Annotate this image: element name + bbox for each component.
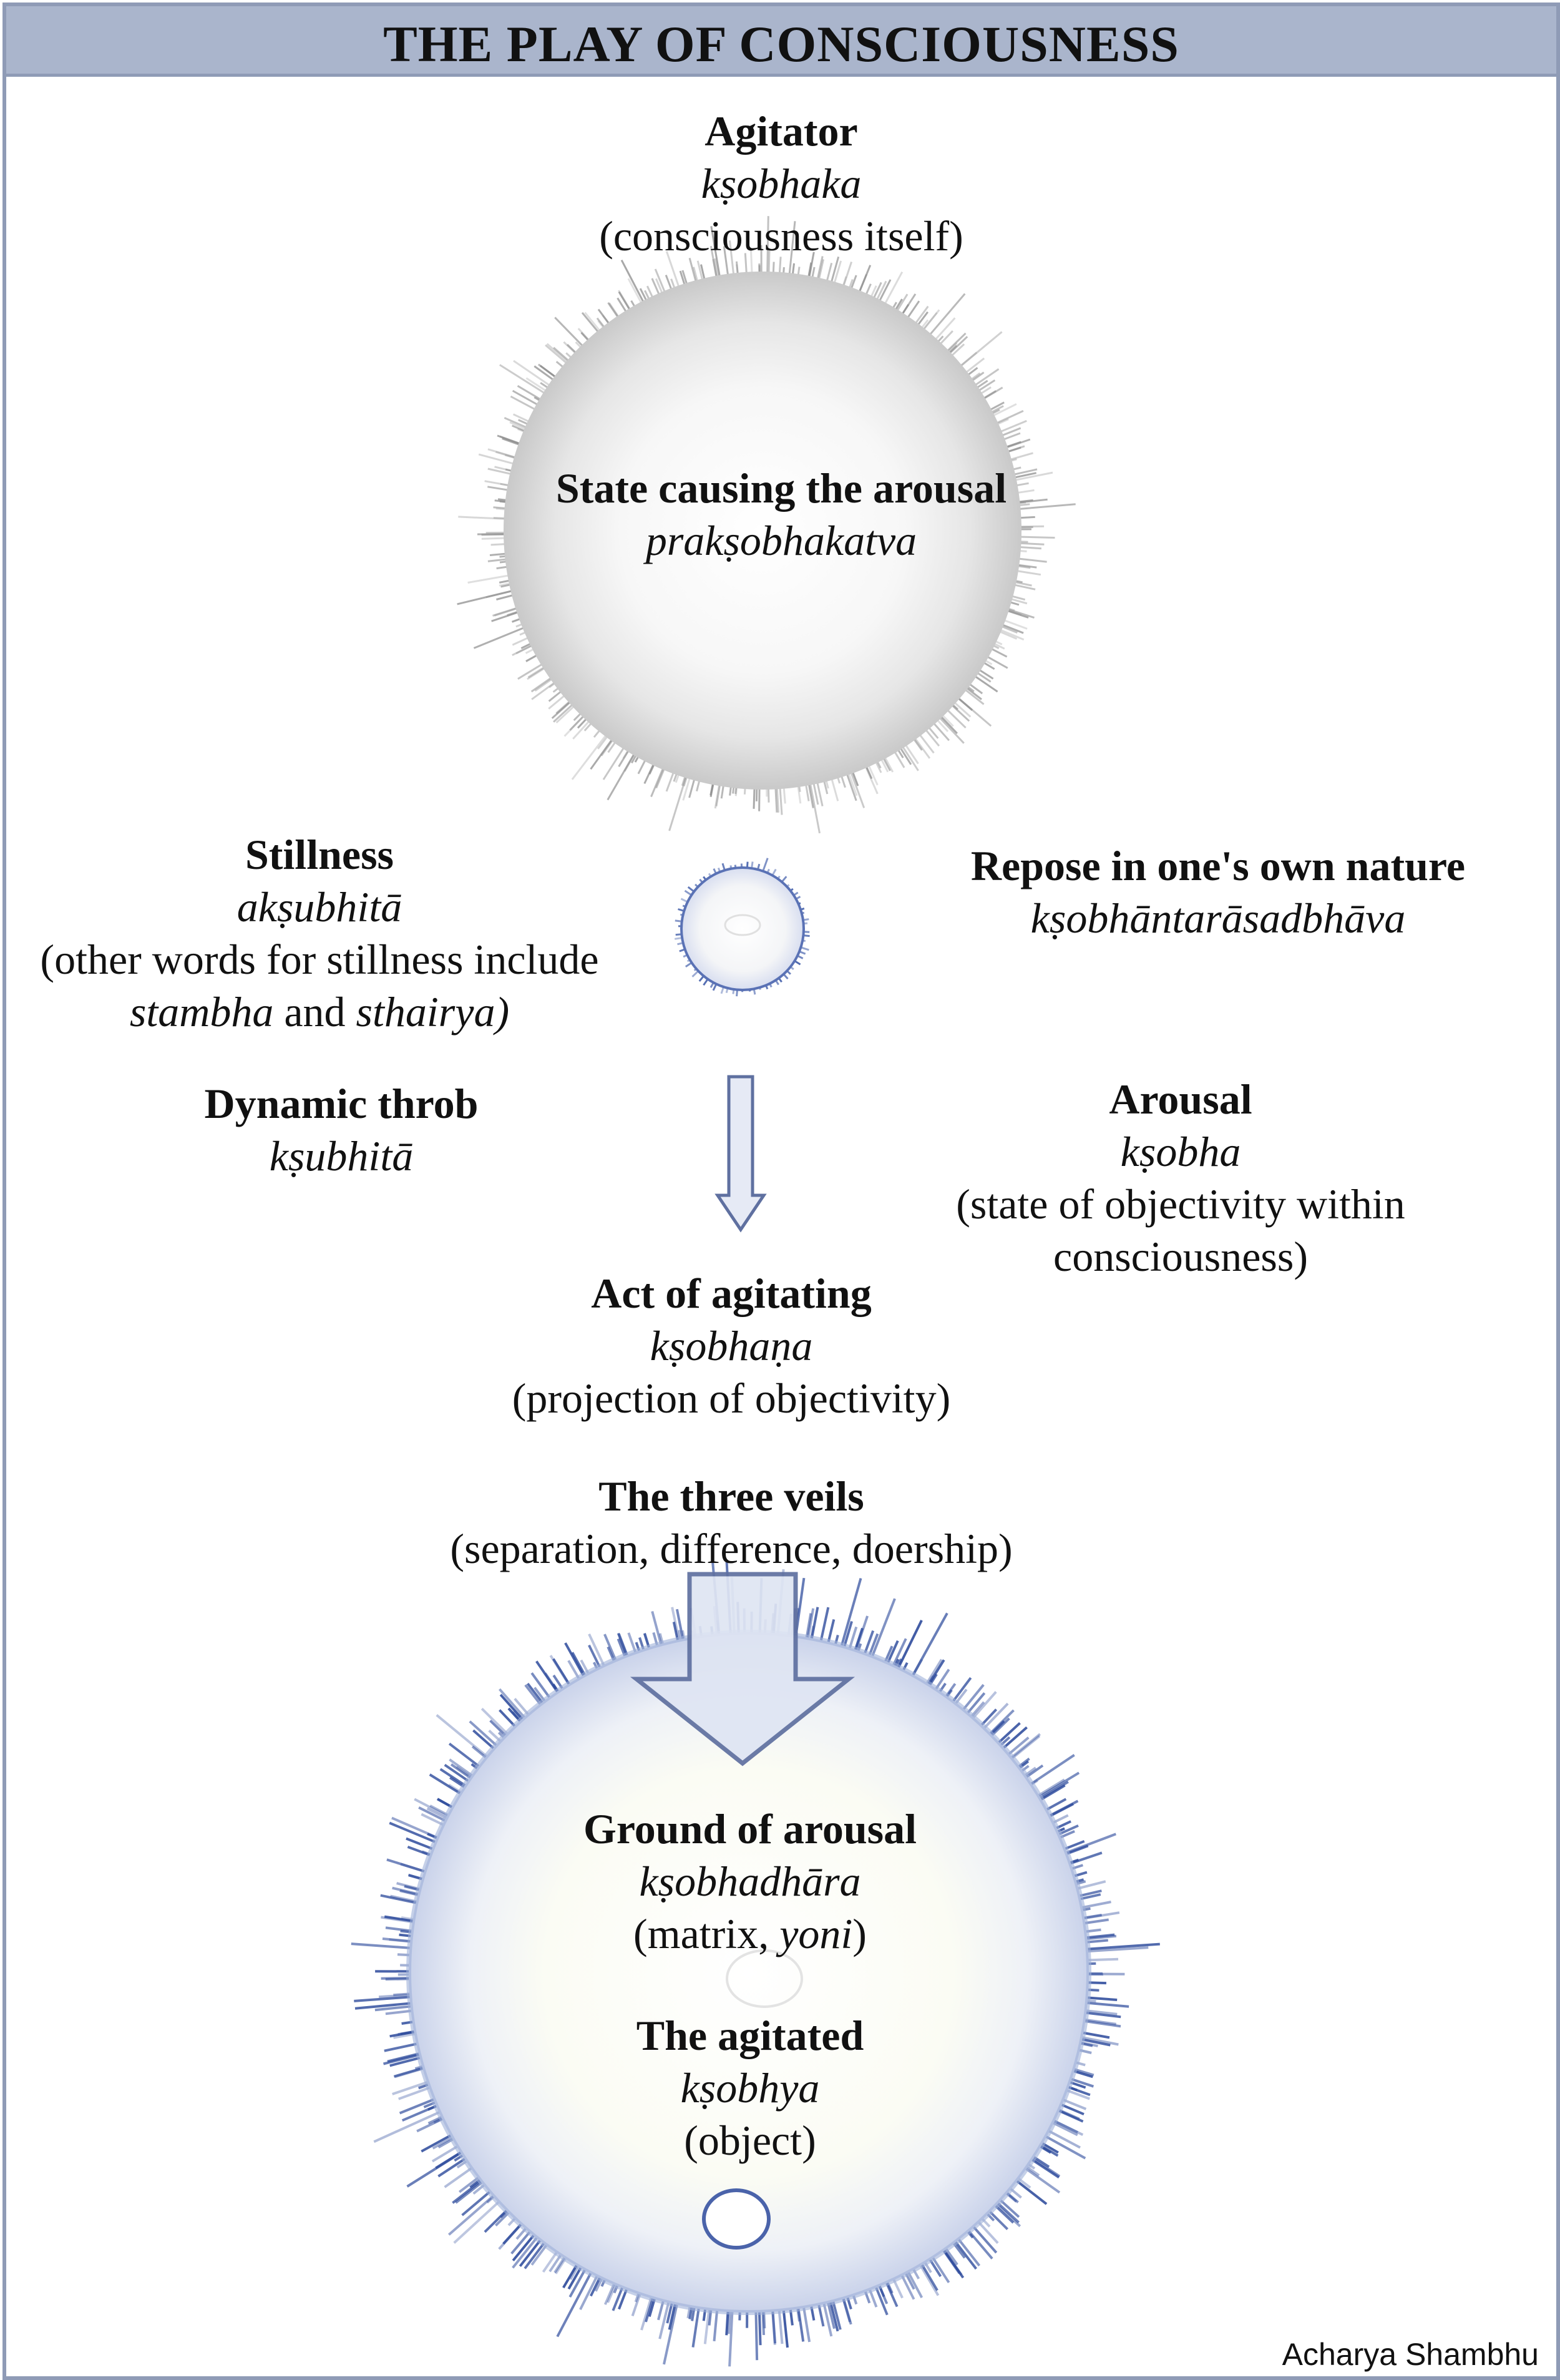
throb-sanskrit: kṣubhitā (269, 1132, 414, 1180)
agitator-sanskrit: kṣobhaka (701, 160, 862, 207)
stillness-word-stambha: stambha (129, 988, 274, 1036)
lower-burst-shape (351, 1559, 1160, 2367)
arousal-gloss-line1: (state of objectivity within (956, 1180, 1405, 1228)
agitated-label: The agitated kṣobhya (object) (500, 2009, 1000, 2167)
small-burst-shape (674, 858, 810, 997)
ground-gloss: (matrix, yoni) (469, 1907, 1031, 1960)
act-term: Act of agitating (591, 1270, 872, 1317)
repose-label: Repose in one's own nature kṣobhāntarāsa… (900, 840, 1536, 944)
act-gloss: (projection of objectivity) (512, 1374, 951, 1422)
throb-label: Dynamic throb kṣubhitā (107, 1077, 575, 1182)
cause-label: State causing the arousal prakṣobhakatva (469, 462, 1093, 567)
stillness-word-and: and (273, 988, 356, 1036)
diagram-title: THE PLAY OF CONSCIOUSNESS (383, 16, 1179, 72)
title-banner: THE PLAY OF CONSCIOUSNESS (6, 6, 1556, 77)
agitator-label: Agitator kṣobhaka (consciousness itself) (532, 105, 1031, 262)
arousal-sanskrit: kṣobha (1120, 1128, 1241, 1175)
repose-term: Repose in one's own nature (970, 842, 1466, 889)
agitator-term: Agitator (704, 107, 858, 155)
agitated-term: The agitated (636, 2012, 864, 2059)
stillness-word-sthairya: sthairya) (356, 988, 510, 1036)
ground-gloss-post: ) (852, 1910, 867, 1957)
arousal-label: Arousal kṣobha (state of objectivity wit… (900, 1073, 1461, 1283)
arousal-gloss-line2: consciousness) (1053, 1233, 1308, 1280)
act-label: Act of agitating kṣobhaṇa (projection of… (451, 1267, 1012, 1424)
repose-sanskrit: kṣobhāntarāsadbhāva (1030, 894, 1406, 942)
ground-gloss-yoni: yoni (779, 1910, 853, 1957)
stillness-term: Stillness (245, 831, 394, 878)
veils-label: The three veils (separation, difference,… (388, 1470, 1075, 1575)
agitated-gloss: (object) (684, 2117, 816, 2164)
upper-burst-shape (457, 216, 1076, 834)
throb-term: Dynamic throb (204, 1080, 479, 1127)
small-down-arrow (714, 1075, 767, 1233)
veils-term: The three veils (598, 1472, 864, 1520)
author-credit: Acharya Shambhu (1282, 2337, 1539, 2372)
veils-gloss: (separation, difference, doership) (450, 1525, 1013, 1572)
large-down-arrow (630, 1572, 856, 1766)
act-sanskrit: kṣobhaṇa (650, 1322, 813, 1369)
stillness-gloss-line1: (other words for stillness include (40, 936, 599, 983)
ground-label: Ground of arousal kṣobhadhāra (matrix, y… (469, 1803, 1031, 1960)
stillness-gloss-line2: stambha and sthairya) (39, 986, 600, 1038)
diagram-artwork (351, 216, 1160, 2367)
stillness-label: Stillness akṣubhitā (other words for sti… (39, 828, 600, 1038)
cause-sanskrit: prakṣobhakatva (645, 517, 917, 564)
agitator-gloss: (consciousness itself) (599, 212, 963, 260)
ground-term: Ground of arousal (583, 1805, 917, 1853)
arousal-term: Arousal (1109, 1075, 1252, 1123)
ground-gloss-pre: (matrix, (633, 1910, 780, 1957)
agitated-sanskrit: kṣobhya (680, 2064, 820, 2112)
ground-sanskrit: kṣobhadhāra (639, 1858, 861, 1905)
stillness-sanskrit: akṣubhitā (236, 883, 402, 931)
cause-term: State causing the arousal (555, 464, 1007, 512)
